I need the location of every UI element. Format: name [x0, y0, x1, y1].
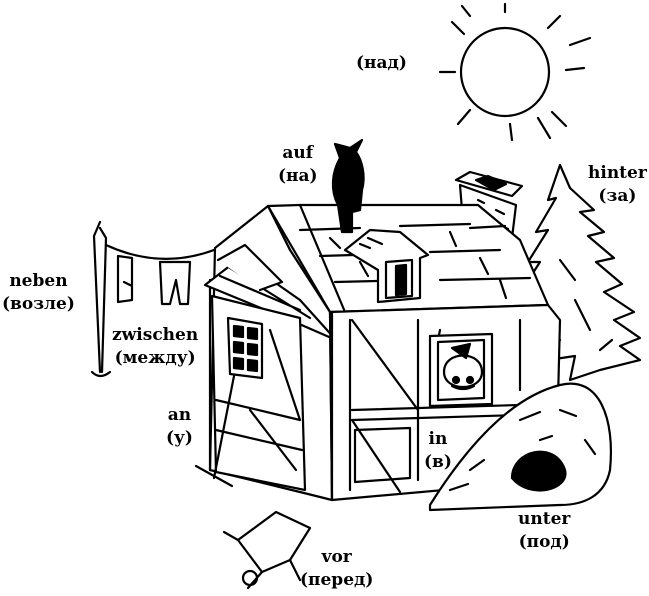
label-vor-de: vor: [321, 547, 352, 567]
window-with-gnome: [428, 332, 494, 408]
label-nad: (над): [356, 52, 407, 75]
house-left-bay: [210, 294, 307, 492]
roof-dormer-window: [343, 228, 430, 304]
label-hinter: hinter (за): [588, 162, 647, 208]
label-neben: neben (возле): [2, 270, 75, 316]
rock-cave: [428, 382, 612, 512]
label-vor: vor (перед): [300, 546, 373, 592]
wheelbarrow: [222, 510, 312, 590]
label-an-de: an: [167, 405, 192, 425]
label-hinter-de: hinter: [588, 163, 647, 183]
label-zwischen-ru: (между): [114, 348, 196, 368]
label-in: in (в): [424, 428, 452, 474]
label-zwischen-de: zwischen: [112, 325, 199, 345]
label-auf-ru: (на): [278, 166, 318, 186]
label-vor-ru: (перед): [300, 570, 374, 590]
rake: [194, 374, 236, 488]
sun-icon: [438, 2, 592, 142]
label-unter-de: unter: [518, 509, 571, 529]
label-auf-de: auf: [282, 143, 314, 163]
label-unter-ru: (под): [518, 532, 570, 552]
label-in-de: in: [428, 429, 448, 449]
label-zwischen: zwischen (между): [112, 324, 198, 370]
label-an-ru: (у): [166, 428, 193, 448]
label-in-ru: (в): [424, 452, 452, 472]
label-neben-de: neben: [9, 271, 68, 291]
label-neben-ru: (возле): [2, 294, 75, 314]
label-auf: auf (на): [278, 142, 318, 188]
label-hinter-ru: (за): [598, 186, 637, 206]
label-unter: unter (под): [518, 508, 570, 554]
clothesline: [90, 220, 216, 378]
cat-on-roof: [331, 138, 365, 234]
label-nad-ru: (над): [356, 53, 407, 73]
label-an: an (у): [166, 404, 193, 450]
porch-roof: [203, 243, 338, 342]
